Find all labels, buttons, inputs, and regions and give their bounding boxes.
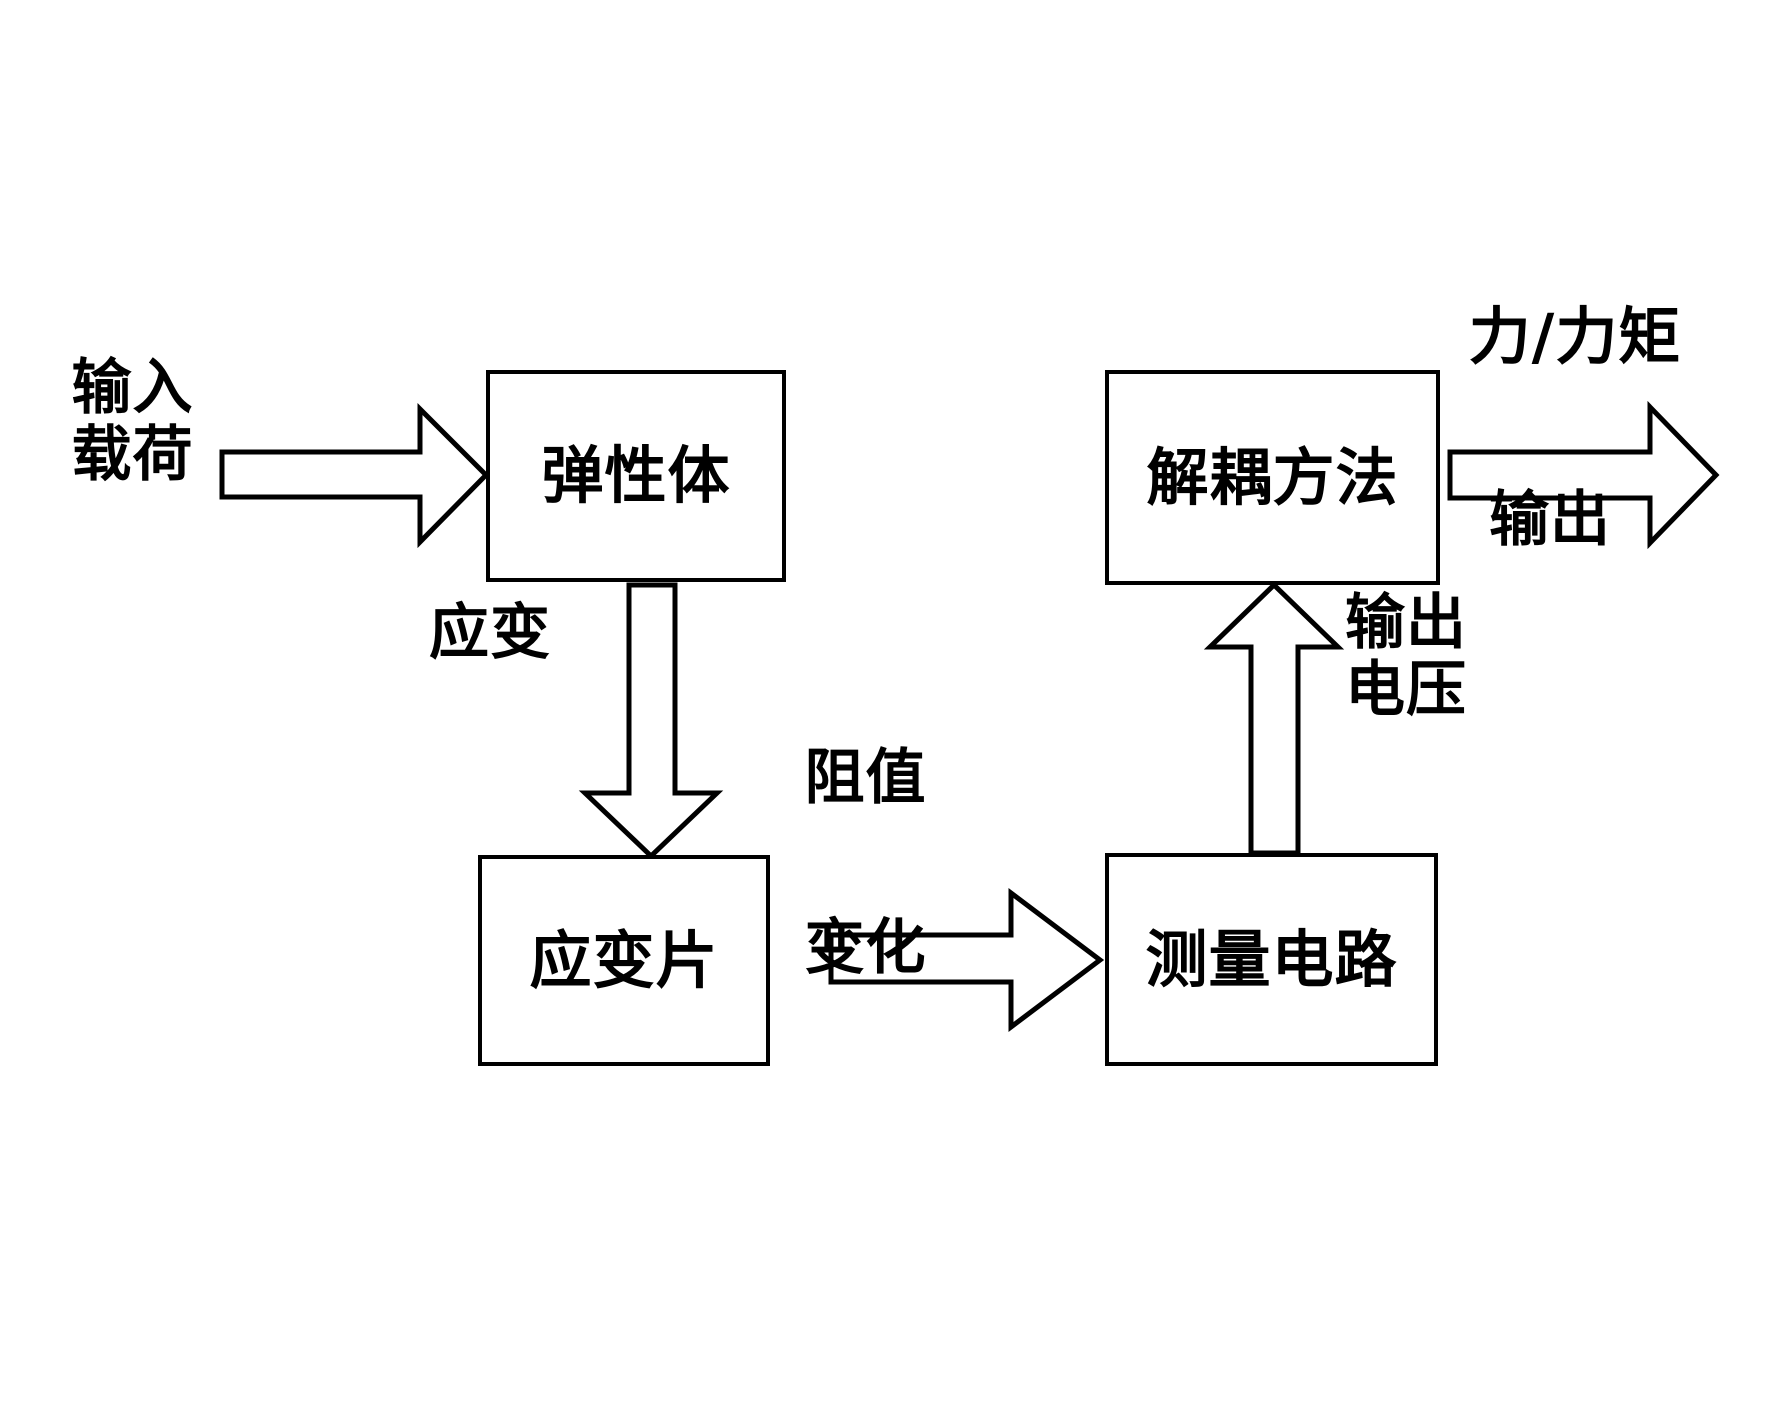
edge-label-input-load-line1: 输入 <box>71 353 194 423</box>
node-elastic-body-label: 弹性体 <box>541 439 731 513</box>
node-decoupling-method-label: 解耦方法 <box>1146 440 1399 514</box>
edge-label-resistance-line1: 阻值 <box>804 743 927 813</box>
node-elastic-body[interactable]: 弹性体 <box>486 370 786 582</box>
edge-label-resistance-change: 阻值 <box>778 743 953 813</box>
edge-label-strain-text: 应变 <box>429 598 551 668</box>
edge-label-output-voltage-line1: 输出 <box>1345 588 1467 658</box>
arrow-strain <box>578 582 724 860</box>
node-strain-gauge-label: 应变片 <box>529 923 719 997</box>
edge-label-output-voltage-line2: 电压 <box>1345 655 1467 726</box>
edge-label-output-voltage: 输出 电压 <box>1345 588 1545 726</box>
arrow-resistance-change <box>828 887 1105 1033</box>
node-decoupling-method[interactable]: 解耦方法 <box>1105 370 1440 585</box>
edge-label-strain: 应变 <box>405 598 575 668</box>
arrow-output-voltage <box>1203 581 1345 856</box>
edge-label-input-load: 输入 载荷 <box>50 353 215 491</box>
node-measuring-circuit[interactable]: 测量电路 <box>1105 853 1438 1066</box>
edge-label-resistance-change-2: 变化 <box>778 913 953 983</box>
edge-label-output-text: 输出 <box>1489 485 1611 555</box>
edge-label-input-load-line2: 载荷 <box>71 420 194 491</box>
node-measuring-circuit-label: 测量电路 <box>1145 922 1398 996</box>
edge-label-resistance-line2: 变化 <box>804 913 927 983</box>
edge-label-force-torque: 力/力矩 <box>1440 300 1710 373</box>
node-strain-gauge[interactable]: 应变片 <box>478 855 770 1066</box>
edge-label-force-torque-text: 力/力矩 <box>1468 300 1682 373</box>
arrow-force-torque-output <box>1447 400 1720 550</box>
edge-label-output: 输出 <box>1455 485 1645 555</box>
arrow-input-load <box>219 402 490 549</box>
